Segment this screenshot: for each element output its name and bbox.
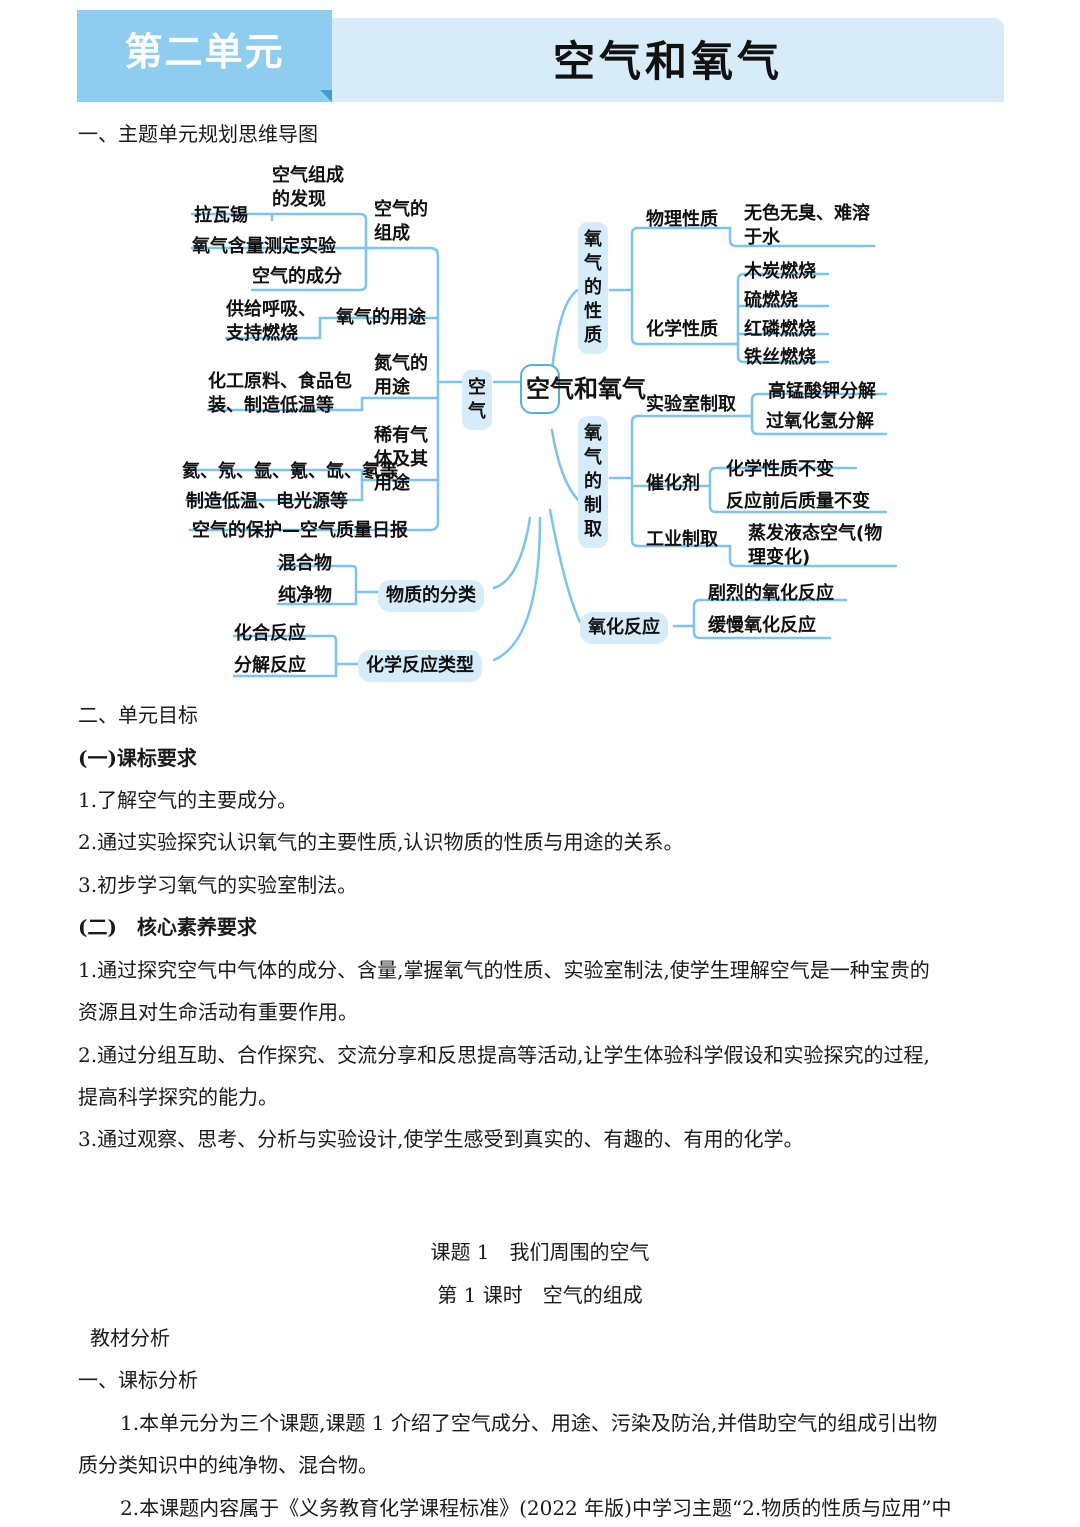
node-catalyst-item-2: 反应前后质量不变 bbox=[726, 491, 870, 512]
core-item-1b: 资源且对生命活动有重要作用。 bbox=[78, 1000, 358, 1024]
node-air-composition: 空气的组成 bbox=[374, 199, 428, 244]
node-physical-detail: 无色无臭、难溶于水 bbox=[744, 203, 870, 248]
section2-sub2: (二) 核心素养要求 bbox=[78, 915, 257, 939]
material-analysis: 教材分析 bbox=[90, 1326, 170, 1350]
core-item-1a: 1.通过探究空气中气体的成分、含量,掌握氧气的性质、实验室制法,使学生理解空气是… bbox=[78, 958, 930, 982]
node-lab-item-2: 过氧化氢分解 bbox=[766, 411, 874, 432]
node-oxygen-use: 氧气的用途 bbox=[336, 307, 426, 328]
section2-sub1: (一)课标要求 bbox=[78, 746, 197, 770]
node-chem-item-1: 木炭燃烧 bbox=[744, 261, 816, 282]
node-oxygen-preparation: 氧气的制取 bbox=[578, 416, 608, 548]
lesson-para-1a: 1.本单元分为三个课题,课题 1 介绍了空气成分、用途、污染及防治,并借助空气的… bbox=[120, 1411, 938, 1435]
node-lavoisier: 拉瓦锡 bbox=[194, 205, 248, 226]
node-air-ingredients: 空气的成分 bbox=[252, 266, 342, 287]
node-discovery: 空气组成的发现 bbox=[272, 165, 344, 210]
node-air: 空气 bbox=[462, 370, 492, 430]
node-pure: 纯净物 bbox=[278, 585, 332, 606]
node-lab: 实验室制取 bbox=[646, 394, 736, 415]
node-chem-item-4: 铁丝燃烧 bbox=[744, 347, 816, 368]
node-combination: 化合反应 bbox=[234, 623, 306, 644]
node-reaction-types: 化学反应类型 bbox=[358, 650, 482, 682]
node-air-protection: 空气的保护—空气质量日报 bbox=[192, 520, 408, 541]
node-oxygen-content-exp: 氧气含量测定实验 bbox=[192, 236, 336, 257]
core-item-2a: 2.通过分组互助、合作探究、交流分享和反思提高等活动,让学生体验科学假设和实验探… bbox=[78, 1043, 930, 1067]
node-catalyst: 催化剂 bbox=[646, 473, 700, 494]
node-decomposition: 分解反应 bbox=[234, 655, 306, 676]
node-chem-item-2: 硫燃烧 bbox=[744, 290, 798, 311]
node-mixture: 混合物 bbox=[278, 553, 332, 574]
node-physical: 物理性质 bbox=[646, 209, 718, 230]
section2-title: 二、单元目标 bbox=[78, 703, 198, 727]
lesson-topic: 课题 1 我们周围的空气 bbox=[430, 1240, 650, 1264]
node-lab-item-1: 高锰酸钾分解 bbox=[768, 381, 876, 402]
lesson-para-1b: 质分类知识中的纯净物、混合物。 bbox=[78, 1453, 378, 1477]
unit-label: 第二单元 bbox=[77, 10, 332, 102]
goal-item-3: 3.初步学习氧气的实验室制法。 bbox=[78, 873, 358, 897]
node-nitrogen-use-detail: 化工原料、食品包装、制造低温等 bbox=[208, 371, 352, 416]
node-noble-gas: 稀有气体及其用途 bbox=[374, 425, 428, 494]
node-classification: 物质的分类 bbox=[378, 580, 484, 612]
mind-map: 空气和氧气 空气 空气的组成 空气组成的发现 拉瓦锡 氧气含量测定实验 空气的成… bbox=[0, 160, 1080, 690]
node-chemical: 化学性质 bbox=[646, 319, 718, 340]
node-oxygen-properties: 氧气的性质 bbox=[578, 222, 608, 354]
node-catalyst-item-1: 化学性质不变 bbox=[726, 459, 834, 480]
node-chem-item-3: 红磷燃烧 bbox=[744, 319, 816, 340]
unit-title: 空气和氧气 bbox=[552, 37, 783, 86]
goal-item-2: 2.通过实验探究认识氧气的主要性质,认识物质的性质与用途的关系。 bbox=[78, 830, 684, 854]
section1-title: 一、主题单元规划思维导图 bbox=[78, 122, 318, 146]
center-node: 空气和氧气 bbox=[520, 364, 646, 414]
lesson-period: 第 1 课时 空气的组成 bbox=[437, 1283, 643, 1307]
node-industrial-detail: 蒸发液态空气(物理变化) bbox=[748, 523, 883, 568]
node-oxidation: 氧化反应 bbox=[580, 612, 668, 644]
lesson-para-2: 2.本课题内容属于《义务教育化学课程标准》(2022 年版)中学习主题“2.物质… bbox=[120, 1496, 952, 1520]
core-item-2b: 提高科学探究的能力。 bbox=[78, 1085, 278, 1109]
node-oxygen-use-detail: 供给呼吸、支持燃烧 bbox=[226, 299, 316, 344]
core-item-3: 3.通过观察、思考、分析与实验设计,使学生感受到真实的、有趣的、有用的化学。 bbox=[78, 1127, 804, 1151]
unit-banner: 第二单元 空气和氧气 bbox=[77, 10, 1004, 102]
node-oxidation-item-1: 剧烈的氧化反应 bbox=[708, 583, 834, 604]
node-nitrogen-use: 氮气的用途 bbox=[374, 353, 428, 398]
node-industrial: 工业制取 bbox=[646, 529, 718, 550]
node-oxidation-item-2: 缓慢氧化反应 bbox=[708, 615, 816, 636]
banner-fold bbox=[320, 90, 332, 102]
standard-analysis-title: 一、课标分析 bbox=[78, 1368, 198, 1392]
node-noble-gas-list: 氦、氖、氩、氪、氙、氡等 bbox=[182, 461, 398, 482]
goal-item-1: 1.了解空气的主要成分。 bbox=[78, 788, 298, 812]
mind-map-connectors bbox=[184, 212, 898, 678]
node-noble-gas-use: 制造低温、电光源等 bbox=[186, 491, 348, 512]
unit-title-box: 空气和氧气 bbox=[332, 18, 1004, 102]
